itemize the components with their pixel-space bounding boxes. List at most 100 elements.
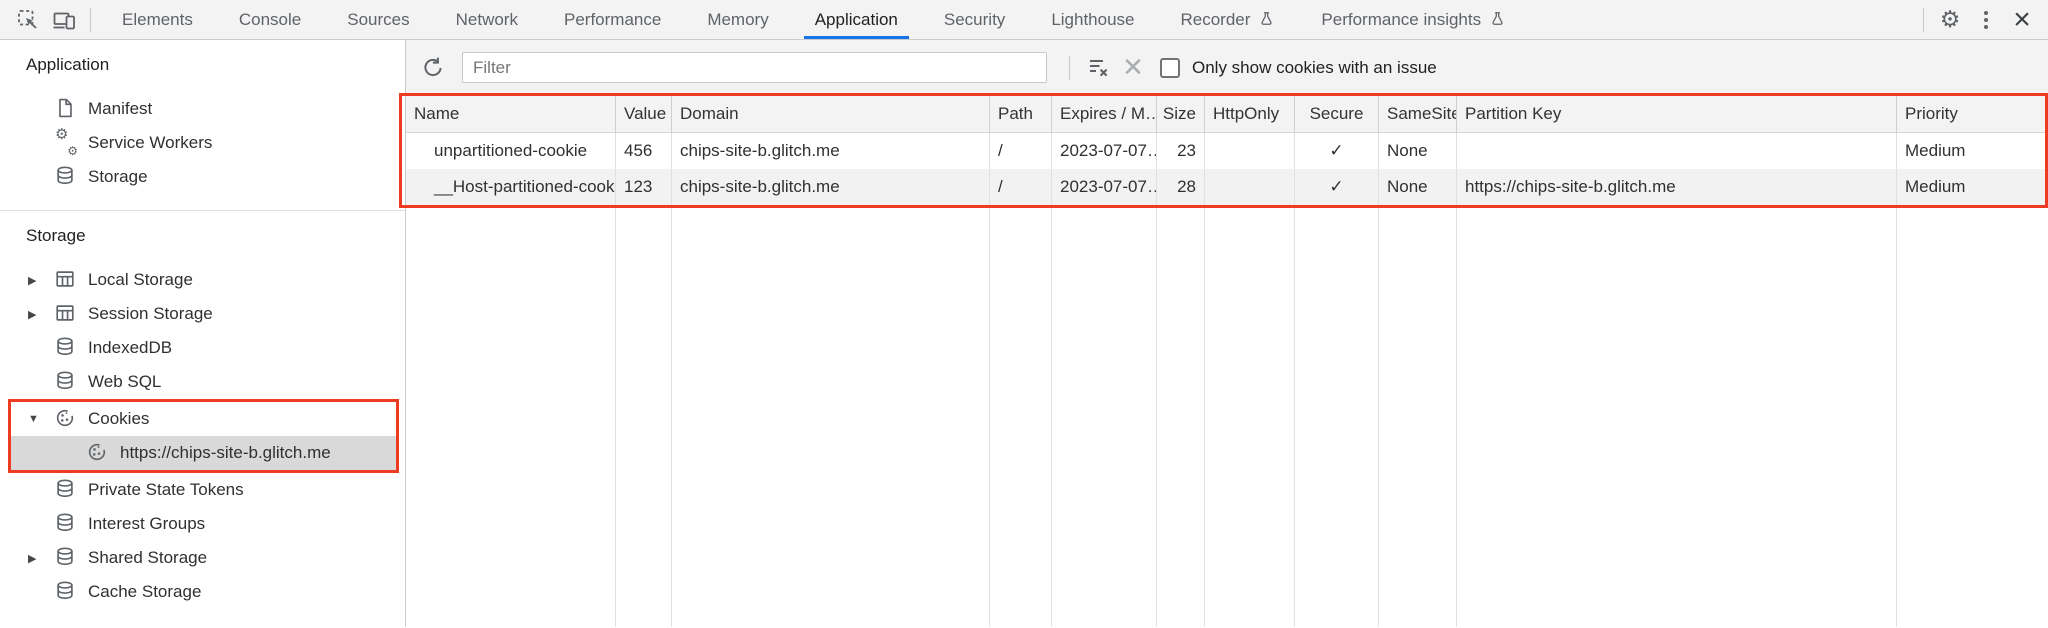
settings-gear-icon[interactable]: ⚙ bbox=[1939, 6, 1961, 32]
sidebar-item-label: https://chips-site-b.glitch.me bbox=[120, 443, 331, 462]
tab-sources[interactable]: Sources bbox=[324, 0, 432, 39]
sidebar-item-shared-storage[interactable]: ▶ Shared Storage bbox=[0, 541, 405, 575]
cell-secure[interactable]: ✓ bbox=[1295, 133, 1379, 169]
tab-label: Network bbox=[455, 9, 518, 29]
tab-recorder[interactable]: Recorder bbox=[1158, 0, 1299, 39]
inspect-element-icon[interactable] bbox=[10, 2, 46, 38]
cell-http_only[interactable] bbox=[1205, 169, 1295, 205]
service-workers-icon: ⚙⚙ bbox=[55, 126, 78, 158]
database-icon bbox=[54, 165, 78, 189]
clear-filter-icon[interactable] bbox=[1082, 51, 1116, 85]
chevron-down-icon[interactable]: ▼ bbox=[28, 413, 39, 425]
header-cell-name[interactable]: Name bbox=[406, 96, 616, 133]
sidebar-item-service-workers[interactable]: ⚙⚙Service Workers bbox=[0, 126, 405, 160]
only-issue-checkbox[interactable] bbox=[1160, 57, 1180, 78]
empty-cell bbox=[990, 205, 1052, 627]
header-cell-same_site[interactable]: SameSite bbox=[1379, 96, 1457, 133]
cell-path[interactable]: / bbox=[990, 169, 1052, 205]
more-options-icon[interactable] bbox=[1968, 2, 2004, 38]
header-cell-secure[interactable]: Secure bbox=[1295, 96, 1379, 133]
header-cell-priority[interactable]: Priority bbox=[1897, 96, 2048, 133]
sidebar-item-label: IndexedDB bbox=[88, 338, 173, 357]
sidebar-item-cache-storage[interactable]: Cache Storage bbox=[0, 575, 405, 609]
header-cell-http_only[interactable]: HttpOnly bbox=[1205, 96, 1295, 133]
cell-domain[interactable]: chips-site-b.glitch.me bbox=[672, 169, 990, 205]
filter-input[interactable] bbox=[462, 52, 1047, 83]
tab-application[interactable]: Application bbox=[792, 0, 921, 39]
tab-performance-insights[interactable]: Performance insights bbox=[1298, 0, 1529, 39]
cell-name[interactable]: unpartitioned-cookie bbox=[406, 133, 616, 169]
cell-value[interactable]: 123 bbox=[616, 169, 672, 205]
cell-path[interactable]: / bbox=[990, 133, 1052, 169]
chevron-right-icon[interactable]: ▶ bbox=[28, 274, 37, 287]
tab-performance[interactable]: Performance bbox=[541, 0, 684, 39]
sidebar-item-label: Local Storage bbox=[88, 270, 193, 289]
header-cell-path[interactable]: Path bbox=[990, 96, 1052, 133]
sidebar-item-storage[interactable]: Storage bbox=[0, 160, 405, 194]
cell-secure[interactable]: ✓ bbox=[1295, 169, 1379, 205]
cell-expires[interactable]: 2023-07-07… bbox=[1052, 133, 1157, 169]
tab-security[interactable]: Security bbox=[921, 0, 1028, 39]
tab-console[interactable]: Console bbox=[216, 0, 324, 39]
cell-size[interactable]: 28 bbox=[1157, 169, 1205, 205]
cell-value[interactable]: 456 bbox=[616, 133, 672, 169]
sidebar-item-session-storage[interactable]: ▶Session Storage bbox=[0, 297, 405, 331]
sidebar-item-label: Cookies bbox=[88, 409, 150, 428]
database-icon bbox=[54, 370, 78, 394]
toolbar-divider bbox=[90, 7, 91, 32]
tab-memory[interactable]: Memory bbox=[684, 0, 791, 39]
tab-label: Performance bbox=[563, 9, 662, 29]
sidebar-item-label: Manifest bbox=[88, 99, 153, 118]
tab-lighthouse[interactable]: Lighthouse bbox=[1028, 0, 1157, 39]
sidebar-item-private-state-tokens[interactable]: Private State Tokens bbox=[0, 473, 405, 507]
cell-http_only[interactable] bbox=[1205, 133, 1295, 169]
sidebar-item-label: Shared Storage bbox=[88, 548, 208, 567]
sidebar-item-local-storage[interactable]: ▶ Local Storage bbox=[0, 263, 405, 297]
cell-same_site[interactable]: None bbox=[1379, 169, 1457, 205]
delete-selected-icon[interactable]: ✕ bbox=[1122, 52, 1144, 82]
sidebar-item-https-chips-site-b-glitch-me[interactable]: https://chips-site-b.glitch.me bbox=[11, 436, 396, 470]
empty-cell bbox=[1295, 205, 1379, 627]
header-cell-value[interactable]: Value bbox=[616, 96, 672, 133]
tab-label: Elements bbox=[122, 9, 193, 29]
only-issue-checkbox-label[interactable]: Only show cookies with an issue bbox=[1192, 57, 1437, 77]
close-devtools-icon[interactable]: × bbox=[2013, 2, 2031, 36]
tab-label: Sources bbox=[347, 9, 410, 29]
cell-partition_key[interactable]: https://chips-site-b.glitch.me bbox=[1457, 169, 1897, 205]
empty-cell bbox=[1897, 205, 2048, 627]
header-cell-expires[interactable]: Expires / M… bbox=[1052, 96, 1157, 133]
sidebar-item-indexeddb[interactable]: IndexedDB bbox=[0, 331, 405, 365]
cell-same_site[interactable]: None bbox=[1379, 133, 1457, 169]
cell-size[interactable]: 23 bbox=[1157, 133, 1205, 169]
devtools-tab-bar: Elements Console Sources Network Performance… bbox=[0, 0, 2048, 40]
cell-expires[interactable]: 2023-07-07… bbox=[1052, 169, 1157, 205]
tabbar-right-controls: ⚙ × bbox=[1915, 2, 2040, 38]
device-toolbar-icon[interactable] bbox=[46, 2, 82, 38]
cell-priority[interactable]: Medium bbox=[1897, 169, 2048, 205]
cell-priority[interactable]: Medium bbox=[1905, 141, 1966, 160]
cookie-icon bbox=[54, 407, 78, 431]
header-cell-partition_key[interactable]: Partition Key bbox=[1457, 96, 1897, 133]
chevron-right-icon[interactable]: ▶ bbox=[28, 308, 37, 321]
grid-empty-area bbox=[406, 205, 2048, 627]
header-cell-domain[interactable]: Domain bbox=[672, 96, 990, 133]
empty-cell bbox=[1052, 205, 1157, 627]
header-cell-size[interactable]: Size bbox=[1157, 96, 1205, 133]
sidebar-item-web-sql[interactable]: Web SQL bbox=[0, 365, 405, 399]
cookies-toolbar: ✕ Only show cookies with an issue bbox=[406, 40, 2048, 96]
refresh-icon[interactable] bbox=[416, 51, 450, 85]
sidebar-item-manifest[interactable]: Manifest bbox=[0, 92, 405, 126]
cell-name[interactable]: __Host-partitioned-cookie bbox=[406, 169, 616, 205]
cell-domain[interactable]: chips-site-b.glitch.me bbox=[672, 133, 990, 169]
manifest-icon bbox=[54, 97, 78, 121]
tab-elements[interactable]: Elements bbox=[99, 0, 216, 39]
chevron-right-icon[interactable]: ▶ bbox=[28, 552, 37, 565]
tab-network[interactable]: Network bbox=[433, 0, 541, 39]
sidebar-item-cookies[interactable]: ▼ Cookies bbox=[11, 402, 396, 436]
cell-partition_key[interactable] bbox=[1457, 133, 1897, 169]
sidebar-item-interest-groups[interactable]: Interest Groups bbox=[0, 507, 405, 541]
